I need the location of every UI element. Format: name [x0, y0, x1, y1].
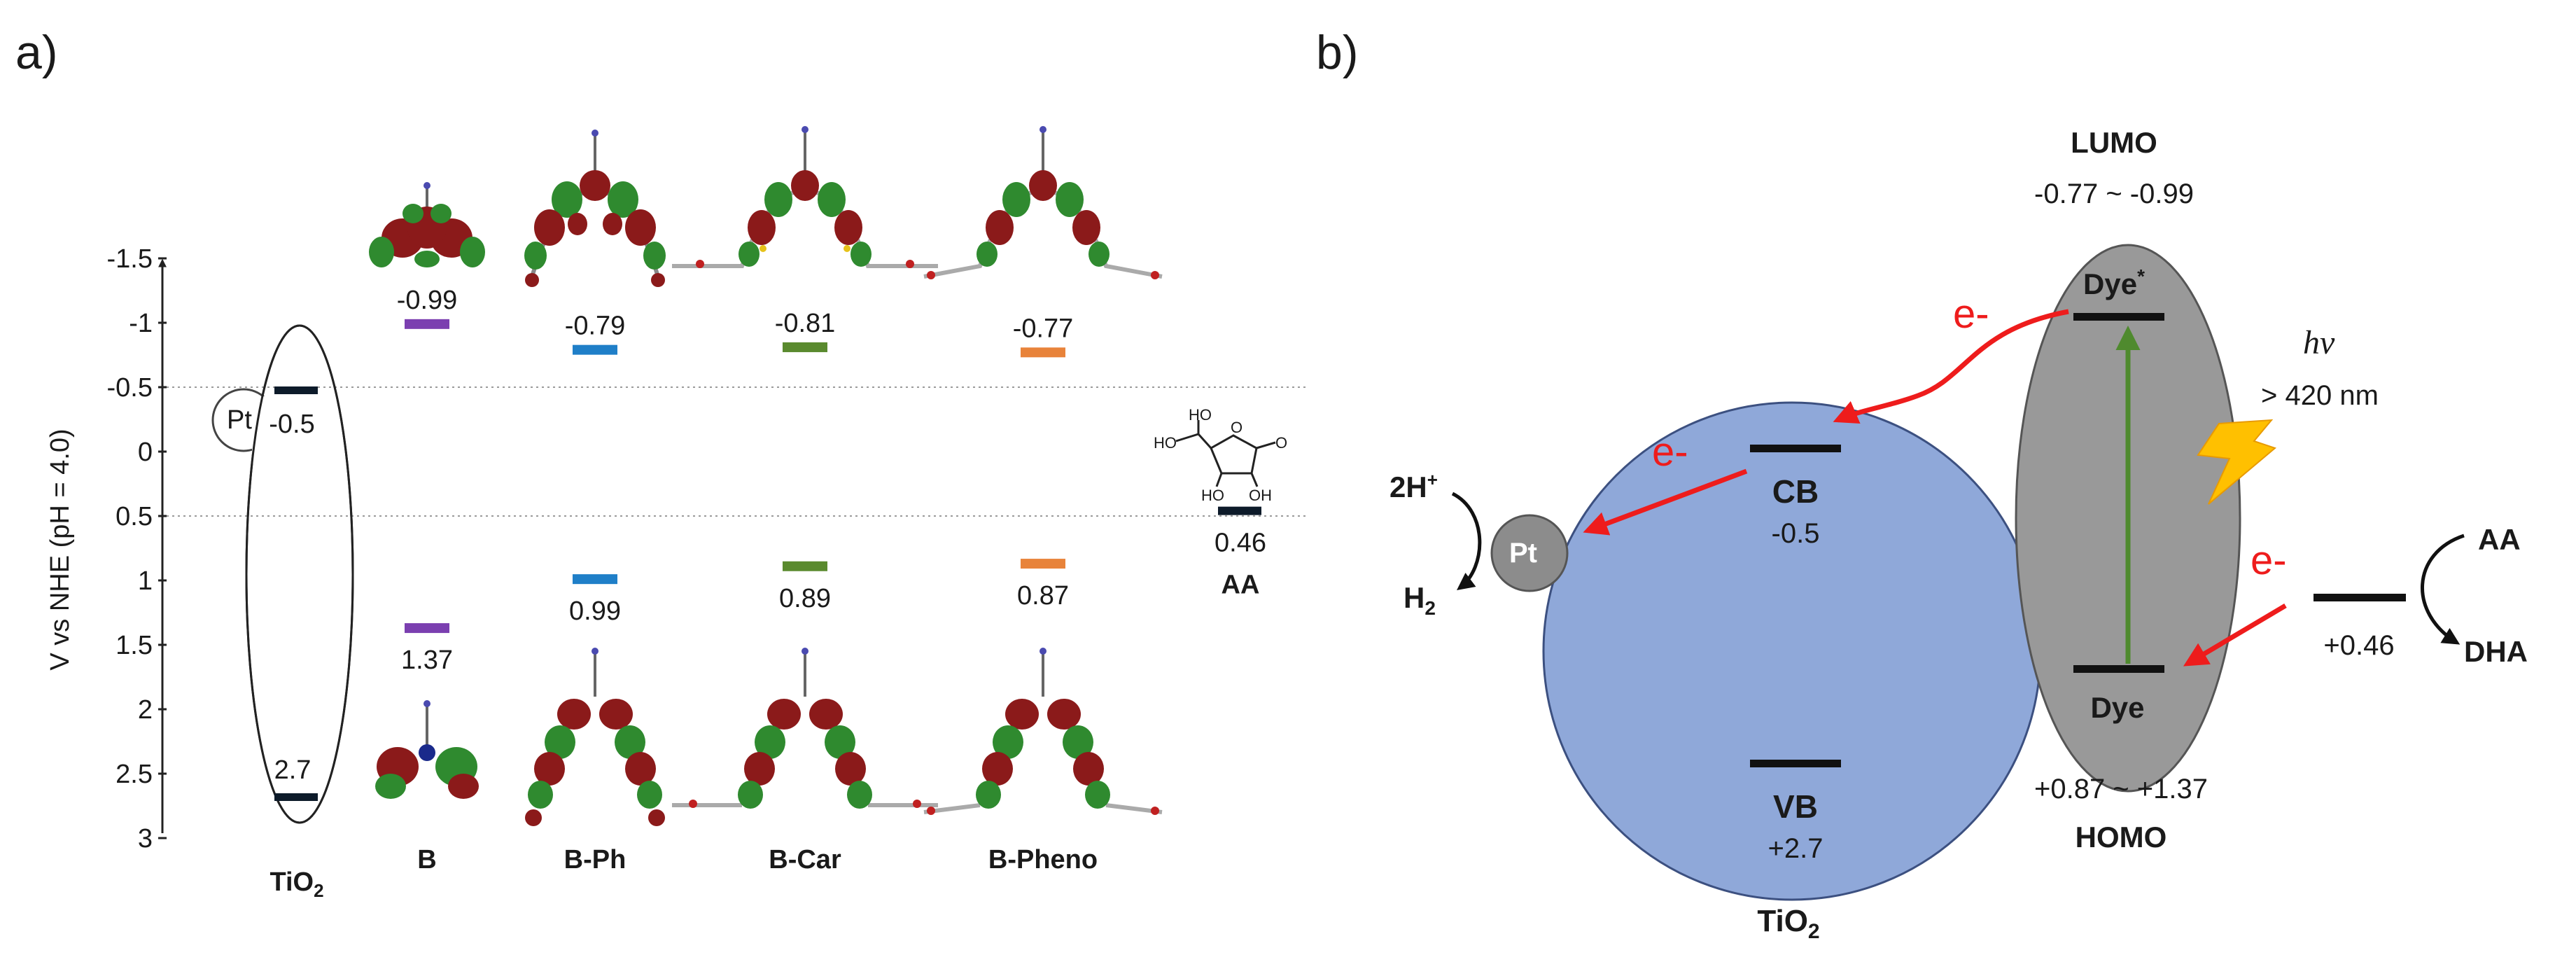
h2-label: H2 — [1404, 581, 1436, 619]
aa-label-ho-bottom: HO — [1201, 487, 1224, 504]
dha-label: DHA — [2464, 635, 2528, 668]
pt-label-b: Pt — [1509, 538, 1537, 569]
vb-level-bar — [1750, 760, 1841, 767]
dye-name: B-Ph — [564, 845, 626, 874]
h-plus-label: 2H+ — [1390, 469, 1438, 503]
ascorbic-acid-structure: HO HO O O HO OH — [1154, 406, 1287, 504]
dye-levels: -0.99 1.37B -0.79 0.99B-Ph -0.81 0.89B-Car -0.… — [397, 286, 1266, 874]
homo-range: +0.87 ~ +1.37 — [2034, 774, 2208, 804]
tio2-vb-bar — [274, 793, 318, 801]
dye-name: B-Pheno — [988, 845, 1098, 874]
orbital-bcar-homo — [672, 648, 938, 809]
tio2-cb-bar — [274, 386, 318, 394]
y-axis-tick-label: -1 — [129, 309, 153, 338]
panel-b-label: b) — [1316, 26, 1358, 79]
orbital-b-lumo — [369, 182, 485, 267]
pt-sphere — [1490, 514, 1569, 592]
tio2-label-a: TiO2 — [270, 867, 323, 901]
regeneration-arrow — [2183, 603, 2287, 667]
orbital-bcar-lumo — [672, 126, 938, 268]
y-axis-tick-label: -0.5 — [107, 373, 153, 403]
dye-ground-label: Dye — [2090, 691, 2144, 724]
aa-level-bar-b — [2314, 594, 2406, 601]
vb-label: VB — [1773, 788, 1818, 825]
dye-name: B-Car — [769, 845, 841, 874]
y-axis-tick-label: 0.5 — [115, 502, 153, 531]
panel-b: b) Pt CB -0.5 VB +2.7 TiO2 Dye* Dye LUMO… — [1316, 26, 2528, 943]
tio2-vb-value: 2.7 — [274, 755, 312, 785]
y-axis-tick-label: 1.5 — [115, 631, 153, 660]
aa-label-o-carbonyl: O — [1275, 434, 1287, 452]
lumo-value: -0.99 — [397, 286, 458, 315]
orbital-bph-homo — [525, 648, 665, 826]
lumo-value: -0.81 — [775, 309, 836, 338]
y-axis-ticks: -1.5 -1 -0.5 0 0.5 1 1.5 2 2.5 3 — [107, 244, 167, 853]
cb-level-bar — [1750, 445, 1841, 452]
aa-label-oh-bottom: OH — [1249, 487, 1272, 504]
dye-excited-bar — [2073, 313, 2164, 321]
aa-level-bar-a — [1218, 506, 1261, 515]
aa-label-o-ring: O — [1231, 419, 1242, 436]
cb-value: -0.5 — [1772, 518, 1820, 549]
panel-a-label: a) — [15, 26, 57, 79]
hv-label: hν — [2303, 324, 2335, 361]
cb-label: CB — [1772, 473, 1819, 510]
aa-level-value: +0.46 — [2323, 630, 2394, 661]
tio2-label-b: TiO2 — [1757, 904, 1819, 943]
proton-reduction-arrow — [1451, 492, 1482, 591]
panel-a: a) -1.5 -1 -0.5 0 0.5 1 1.5 2 2.5 3 V vs NHE (pH … — [15, 26, 1309, 901]
lumo-bar — [573, 344, 617, 355]
y-axis-tick-label: 3 — [138, 824, 153, 853]
dye-ground-bar — [2073, 665, 2164, 673]
aa-name-a: AA — [1222, 571, 1260, 600]
homo-value: 0.89 — [779, 584, 831, 613]
lumo-bar — [783, 342, 827, 352]
lumo-range: -0.77 ~ -0.99 — [2034, 179, 2194, 209]
aa-label-ho-left: HO — [1154, 434, 1177, 452]
homo-bar — [783, 561, 827, 571]
aa-label-ho-top: HO — [1189, 406, 1212, 424]
tio2-cb-value: -0.5 — [269, 410, 314, 439]
aa-value-a: 0.46 — [1214, 529, 1266, 558]
y-axis-tick-label: 2 — [138, 695, 153, 725]
homo-bar — [1021, 559, 1065, 569]
wavelength-label: > 420 nm — [2261, 380, 2379, 411]
lumo-bar — [1021, 347, 1065, 358]
homo-value: 0.87 — [1017, 581, 1069, 611]
lumo-title: LUMO — [2071, 126, 2157, 159]
dye-excited-label: Dye* — [2083, 265, 2145, 300]
orbital-bpheno-homo — [923, 648, 1163, 815]
aa-label-b: AA — [2478, 523, 2521, 556]
homo-value: 1.37 — [401, 646, 453, 675]
tio2-band-ellipse-front — [245, 324, 354, 824]
pt-label-a: Pt — [227, 405, 252, 435]
homo-bar — [573, 574, 617, 585]
electron-label-regeneration: e- — [2250, 538, 2287, 583]
lumo-value: -0.79 — [565, 312, 626, 341]
vb-value: +2.7 — [1768, 833, 1823, 864]
y-axis-tick-label: 1 — [138, 566, 153, 596]
homo-value: 0.99 — [569, 597, 621, 626]
orbital-bpheno-lumo — [923, 126, 1163, 279]
homo-bar — [405, 623, 449, 634]
y-axis-tick-label: 2.5 — [115, 760, 153, 789]
dye-name: B — [417, 845, 436, 874]
electron-label-injection: e- — [1953, 291, 1989, 337]
electron-label-pt: e- — [1652, 429, 1688, 475]
aa-oxidation-arrow — [2421, 534, 2465, 645]
lumo-bar — [405, 319, 449, 329]
orbital-bph-lumo — [524, 130, 666, 287]
y-axis-title: V vs NHE (pH = 4.0) — [46, 428, 75, 670]
lumo-value: -0.77 — [1013, 314, 1074, 343]
homo-title: HOMO — [2076, 821, 2167, 853]
y-axis-tick-label: -1.5 — [107, 244, 153, 274]
orbital-b-homo — [375, 700, 479, 799]
pt-mask — [252, 396, 322, 463]
lightning-icon — [2197, 419, 2277, 505]
y-axis-tick-label: 0 — [138, 438, 153, 467]
pt-transfer-arrow — [1583, 468, 1748, 536]
injection-arrow — [1833, 309, 2069, 424]
